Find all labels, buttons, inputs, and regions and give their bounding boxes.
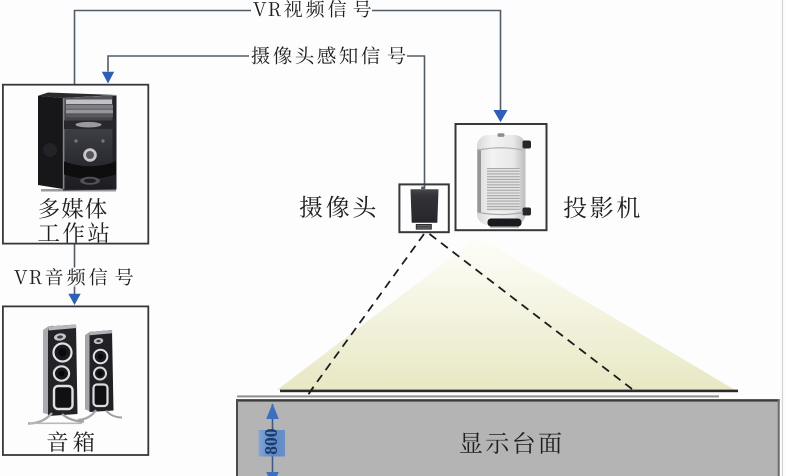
svg-text:800: 800 xyxy=(261,428,281,455)
